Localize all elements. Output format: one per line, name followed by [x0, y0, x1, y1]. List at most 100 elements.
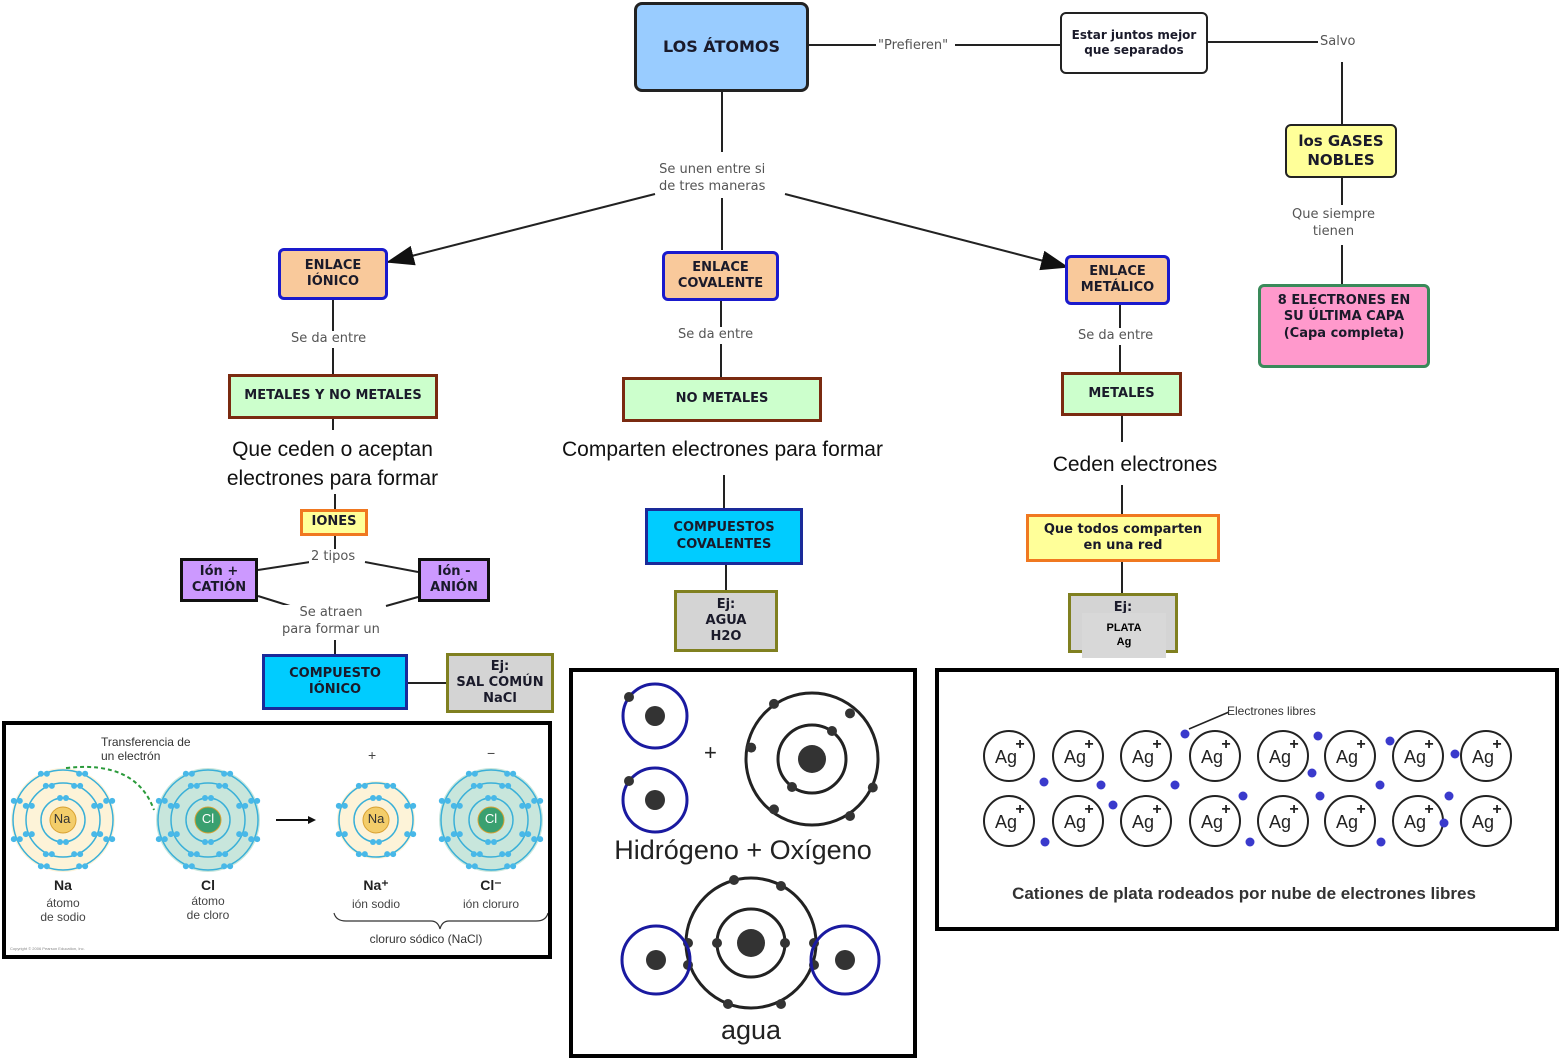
link-siempre: Que siempre tienen — [1290, 207, 1377, 241]
cl-atom-electron — [227, 863, 234, 870]
covalent-example-node: Ej: AGUA H2O — [674, 590, 778, 652]
cl-atom-electron — [202, 839, 208, 845]
na-ion-name: Na⁺ — [363, 877, 389, 893]
cl-atom-electron — [248, 836, 255, 843]
silver-cation-charge: + — [1289, 736, 1298, 753]
reactants-label: Hidrógeno + Oxígeno — [614, 835, 872, 865]
free-electron — [1385, 736, 1395, 746]
silver-cation — [1189, 730, 1241, 782]
cl-atom-electron — [188, 863, 195, 870]
ionic-compound-node: COMPUESTO IÓNICO — [262, 654, 408, 710]
cl-ion-electron — [531, 797, 538, 804]
link-attract: Se atraen para formar un — [280, 605, 382, 639]
free-electron — [1439, 818, 1449, 828]
cl-atom-electron — [242, 831, 249, 838]
na-atom-electron — [22, 831, 29, 838]
free-electron — [1315, 791, 1325, 801]
na-ion-electron — [390, 782, 397, 789]
cl-ion-electron — [444, 797, 451, 804]
na-ion-electron — [355, 851, 362, 858]
na-ion-electron — [384, 782, 391, 789]
cl-ion-electron — [504, 863, 511, 870]
metallic-example-value: PLATA Ag — [1082, 613, 1166, 658]
oxygen-core-electron — [827, 726, 837, 736]
na-atom-electron — [77, 851, 84, 858]
silver-cation-charge: + — [1424, 736, 1433, 753]
cl-ion-nucleus — [477, 806, 505, 834]
na-atom-electron — [42, 851, 49, 858]
cl-atom-shell — [170, 782, 246, 858]
silver-cation-label: Ag — [995, 747, 1017, 767]
na-atom-electron — [43, 863, 50, 870]
metallic-between-node: METALES — [1061, 372, 1182, 416]
water-valence-electron — [776, 999, 786, 1009]
cl-atom-electron — [167, 802, 174, 809]
silver-cation-label: Ag — [1201, 747, 1223, 767]
na-atom-electron — [37, 863, 44, 870]
cl-ion-electron — [444, 836, 451, 843]
metallic-description: Ceden electrones — [1052, 453, 1218, 476]
cl-atom-electron — [222, 782, 229, 789]
cl-atom-electron — [193, 851, 200, 858]
arrow-to-ionic — [386, 193, 656, 266]
cl-ion-electron — [499, 782, 506, 789]
free-electron — [1108, 800, 1118, 810]
cl-ion-name: Cl⁻ — [480, 877, 502, 893]
line-anion-attract — [385, 596, 419, 607]
oxygen-valence-electron — [746, 742, 757, 753]
free-electron — [1039, 777, 1049, 787]
water-oxygen-nucleus — [737, 929, 765, 957]
na-ion-electron — [355, 782, 362, 789]
silver-cation-label: Ag — [1064, 747, 1086, 767]
cl-atom-electron — [182, 770, 189, 777]
cl-ion-electron — [476, 851, 483, 858]
silver-cation-label: Ag — [1269, 747, 1291, 767]
cl-atom-electron — [187, 782, 194, 789]
free-electrons-pointer — [1188, 711, 1230, 730]
free-electron — [1180, 729, 1190, 739]
silver-cation-label: Ag — [1404, 747, 1426, 767]
na-atom-electron — [16, 836, 23, 843]
na-ion-electron — [404, 831, 411, 838]
hydrogen-shell — [621, 682, 689, 750]
metallic-network-node: Que todos comparten en una red — [1026, 514, 1220, 562]
water-valence-electron — [723, 999, 733, 1009]
water-core-electron — [780, 938, 790, 948]
silver-cation-charge: + — [1492, 801, 1501, 818]
ionic-between-node: METALES Y NO METALES — [228, 374, 438, 419]
cl-ion-shell — [453, 782, 529, 858]
water-hydrogen-shell — [809, 924, 881, 996]
na-atom-electron — [10, 797, 17, 804]
ionic-bond-figure: Transferencia de un electrón + − Na Cl N… — [2, 721, 552, 959]
na-atom-shell — [25, 782, 101, 858]
plus-sign: + — [368, 747, 377, 763]
na-atom-electron — [10, 836, 17, 843]
cation-node: Ión + CATIÓN — [180, 558, 258, 602]
na-ion-electron — [410, 802, 417, 809]
na-ion-electron — [341, 802, 348, 809]
cl-atom-electron — [155, 797, 162, 804]
cl-atom-electron — [155, 836, 162, 843]
silver-cation — [1120, 795, 1172, 847]
covalent-bond-figure: + Hidrógeno + Oxígeno agua — [569, 668, 917, 1058]
line-cation-attract — [257, 595, 291, 607]
ionic-bond-node: ENLACE IÓNICO — [278, 248, 388, 300]
oxygen-inner-shell — [776, 723, 848, 795]
cl-ion-electron — [525, 802, 532, 809]
cl-ion-electron — [491, 795, 497, 801]
na-atom-electron — [16, 797, 23, 804]
oxygen-valence-electron — [845, 811, 855, 821]
cl-atom-electron — [167, 831, 174, 838]
ions-node: IONES — [300, 509, 368, 536]
cl-atom-electron — [208, 839, 214, 845]
silver-cation-label: Ag — [1132, 747, 1154, 767]
silver-cation-charge: + — [1289, 801, 1298, 818]
cl-atom-electron — [227, 770, 234, 777]
covalent-bond-node: ENLACE COVALENTE — [662, 251, 779, 301]
oxygen-nucleus — [798, 745, 826, 773]
cl-atom-electron — [236, 831, 243, 838]
na-atom-electron — [91, 831, 98, 838]
compound-brace — [333, 912, 548, 930]
product-label: agua — [720, 1015, 782, 1045]
cl-atom-electron — [161, 836, 168, 843]
